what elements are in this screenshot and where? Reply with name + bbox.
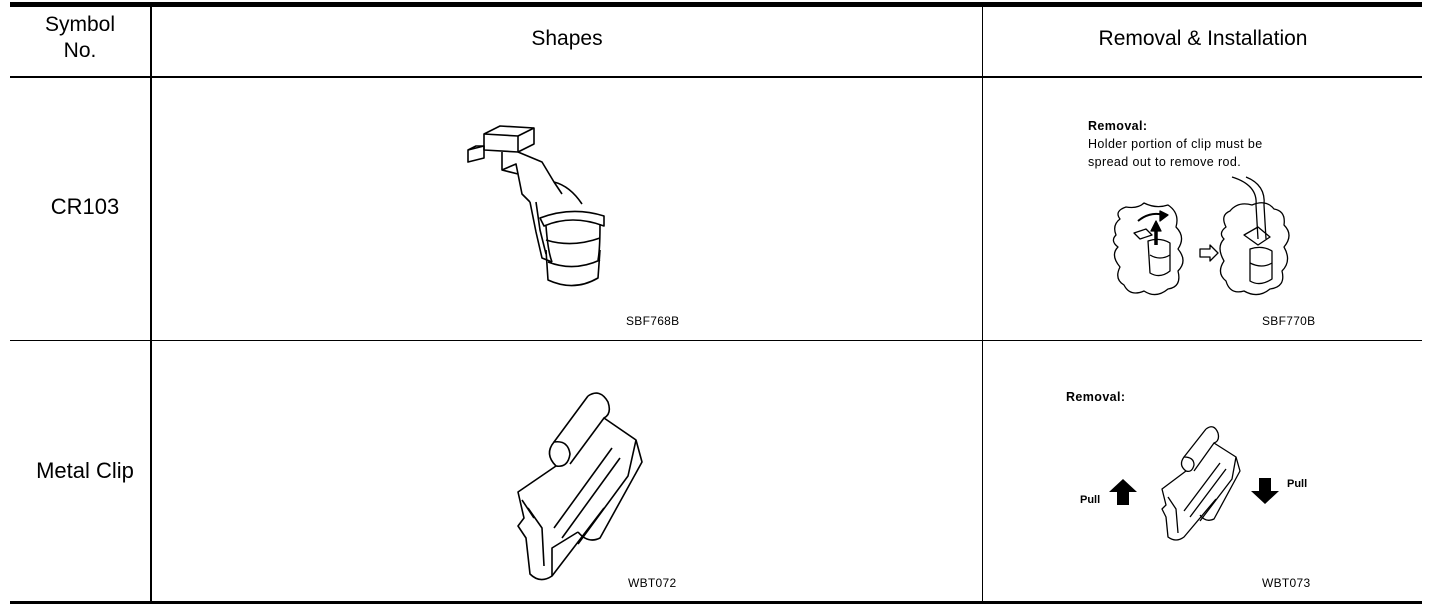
removal-code-sbf770b: SBF770B — [1262, 314, 1316, 328]
row-divider — [10, 340, 1422, 341]
metal-clip-shape-illustration — [517, 392, 643, 581]
header-symbol-line1: Symbol — [44, 13, 116, 36]
pull-label-right: Pull — [1287, 478, 1308, 490]
pull-label-left: Pull — [1080, 494, 1101, 506]
up-arrow-icon — [1109, 479, 1137, 505]
metal-clip-removal-illustration — [1161, 426, 1241, 541]
clip-cr103-shape-illustration — [467, 125, 605, 287]
header-symbol-line2: No. — [63, 39, 97, 62]
column-divider-1 — [150, 6, 152, 602]
removal-text-line1: Holder portion of clip must be — [1088, 137, 1263, 151]
shape-code-wbt072: WBT072 — [628, 576, 677, 590]
column-divider-2 — [982, 6, 983, 602]
table-top-border — [10, 2, 1422, 7]
removal-title-metal-clip: Removal: — [1066, 390, 1126, 404]
header-removal-installation: Removal & Installation — [1098, 27, 1308, 50]
header-symbol-no: Symbol No. — [10, 12, 150, 64]
header-bottom-border — [10, 76, 1422, 78]
symbol-metal-clip: Metal Clip — [36, 458, 134, 483]
header-shapes: Shapes — [531, 27, 603, 50]
removal-code-wbt073: WBT073 — [1262, 576, 1311, 590]
shape-code-sbf768b: SBF768B — [626, 314, 680, 328]
removal-title: Removal: — [1088, 119, 1148, 133]
table-bottom-border — [10, 601, 1422, 604]
removal-note-cr103: Removal: Holder portion of clip must be … — [1088, 117, 1388, 171]
symbol-cr103: CR103 — [50, 194, 120, 219]
cr103-removal-illustration — [1112, 176, 1290, 296]
removal-text-line2: spread out to remove rod. — [1088, 155, 1242, 169]
removal-note-metal-clip: Removal: — [1066, 388, 1266, 406]
down-arrow-icon — [1251, 478, 1279, 504]
